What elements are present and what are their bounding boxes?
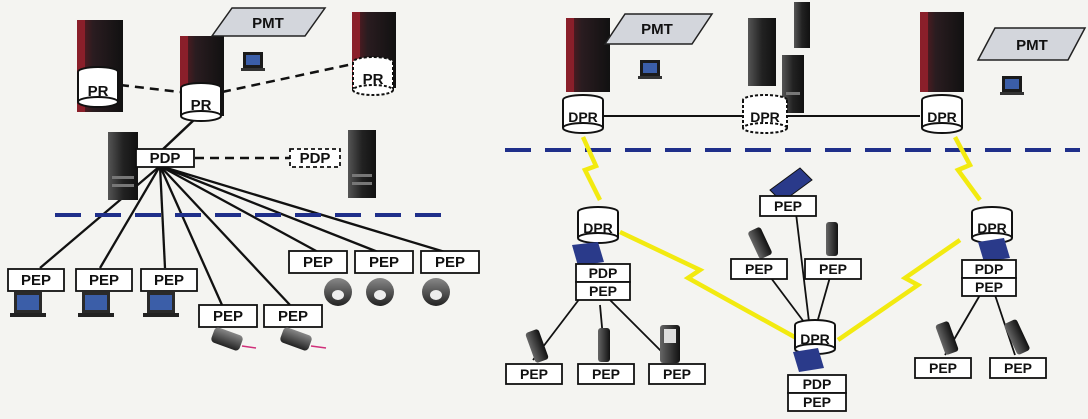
node-label: PEP bbox=[774, 198, 802, 214]
wireless-link-icon bbox=[583, 137, 600, 200]
pep-phone: PEP bbox=[578, 328, 634, 384]
pr-label: PR bbox=[363, 71, 384, 88]
right-diagram: DPR DPR DPR PMT bbox=[505, 2, 1085, 411]
pep-phone: PEP bbox=[649, 325, 705, 384]
node-label: DPR bbox=[800, 331, 830, 347]
pdp-label: PDP bbox=[150, 150, 181, 167]
node-label: PDP bbox=[589, 265, 618, 281]
node-label: PEP bbox=[303, 254, 333, 271]
node-label: PEP bbox=[154, 272, 184, 289]
node-label: PEP bbox=[819, 261, 847, 277]
pep-camera: PEP bbox=[199, 305, 257, 352]
pep-phone: PEP bbox=[506, 329, 562, 384]
pr-link bbox=[120, 85, 180, 92]
pmt-label: PMT bbox=[641, 21, 673, 38]
node-label: PEP bbox=[745, 261, 773, 277]
dpr-node: DPR bbox=[578, 207, 618, 243]
pdp-label: PDP bbox=[300, 150, 331, 167]
node-label: PEP bbox=[278, 308, 308, 325]
pep-dome-camera: PEP bbox=[355, 251, 413, 306]
pep-laptop: PEP bbox=[8, 269, 64, 317]
dpr-node: DPR bbox=[972, 207, 1012, 243]
node-label: PEP bbox=[1004, 360, 1032, 376]
dpr-label: DPR bbox=[568, 109, 598, 125]
pep-camera: PEP bbox=[264, 305, 326, 352]
pep-laptop: PEP bbox=[76, 269, 132, 317]
pep-laptop: PEP bbox=[760, 168, 816, 216]
node-label: PEP bbox=[975, 279, 1003, 295]
node-label: PEP bbox=[89, 272, 119, 289]
pep-phone: PEP bbox=[731, 226, 787, 279]
dpr-server-1: DPR bbox=[563, 18, 610, 133]
node-label: DPR bbox=[583, 220, 613, 236]
pr-label: PR bbox=[191, 97, 212, 114]
pdp-pep-stack: PDP PEP bbox=[962, 238, 1016, 296]
pmt-node: PMT bbox=[978, 28, 1085, 95]
node-label: PEP bbox=[369, 254, 399, 271]
node-label: PEP bbox=[803, 394, 831, 410]
pr-pdp-link bbox=[160, 118, 196, 152]
node-label: PEP bbox=[435, 254, 465, 271]
pep-phone: PEP bbox=[805, 222, 861, 279]
pr-server-3: PR bbox=[352, 12, 396, 95]
node-label: PEP bbox=[663, 366, 691, 382]
pdp-pep-stack: PDP PEP bbox=[572, 242, 630, 300]
node-label: PEP bbox=[21, 272, 51, 289]
pep-dome-camera: PEP bbox=[289, 251, 352, 306]
pmt-node: PMT bbox=[212, 8, 325, 71]
monitor-icon bbox=[1000, 76, 1024, 95]
dpr-label: DPR bbox=[927, 109, 957, 125]
pep-phone: PEP bbox=[990, 319, 1046, 378]
left-diagram: PR PR PR PMT bbox=[8, 8, 479, 352]
pr-server-1: PR bbox=[77, 20, 123, 112]
dpr-label: DPR bbox=[750, 109, 780, 125]
pep-dome-camera: PEP bbox=[421, 251, 479, 306]
pep-phone: PEP bbox=[915, 321, 971, 378]
node-label: PEP bbox=[592, 366, 620, 382]
pmt-node: PMT bbox=[605, 14, 712, 79]
node-label: PEP bbox=[929, 360, 957, 376]
pdp-backup-server: PDP bbox=[290, 130, 376, 198]
wireless-link-icon bbox=[955, 137, 980, 200]
pmt-label: PMT bbox=[1016, 37, 1048, 54]
pr-label: PR bbox=[88, 83, 109, 100]
monitor-icon bbox=[638, 60, 662, 79]
monitor-icon bbox=[241, 52, 265, 71]
node-label: PEP bbox=[520, 366, 548, 382]
pdp-pep-stack: PDP PEP bbox=[788, 348, 846, 411]
node-label: PDP bbox=[803, 376, 832, 392]
node-label: DPR bbox=[977, 220, 1007, 236]
pep-laptop: PEP bbox=[141, 269, 197, 317]
node-label: PEP bbox=[589, 283, 617, 299]
dpr-server-3: DPR bbox=[920, 12, 964, 133]
node-label: PEP bbox=[213, 308, 243, 325]
wireless-link-icon bbox=[620, 232, 800, 340]
dpr-server-2: DPR bbox=[743, 2, 810, 133]
pr-server-2: PR bbox=[180, 36, 224, 121]
pmt-label: PMT bbox=[252, 15, 284, 32]
node-label: PDP bbox=[975, 261, 1004, 277]
